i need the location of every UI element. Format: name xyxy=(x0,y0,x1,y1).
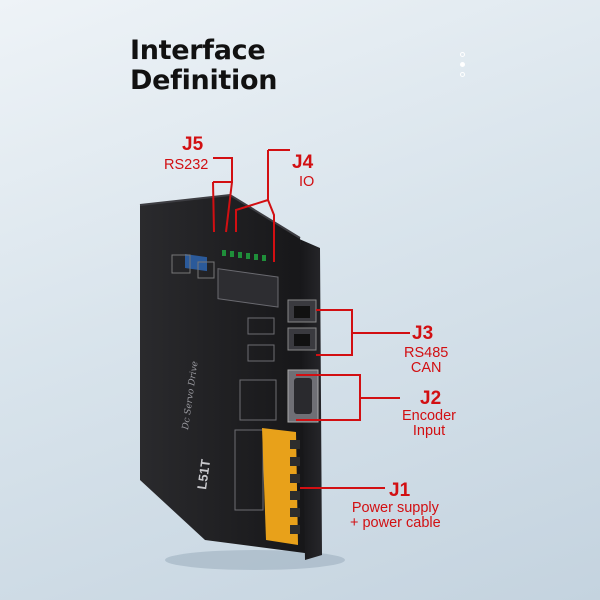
device-model: L51T xyxy=(194,458,213,490)
j1-desc-line-2: + power cable xyxy=(350,515,441,531)
j2-desc-line-1: Encoder xyxy=(402,408,457,424)
j3-desc-line-1: RS485 xyxy=(404,345,449,361)
j1-label: J1 xyxy=(389,480,411,501)
io-terminal-block xyxy=(217,268,279,308)
carousel-dots xyxy=(460,52,465,82)
power-terminal-block xyxy=(262,428,298,545)
j5-label: J5 xyxy=(182,134,204,155)
j2-label: J2 xyxy=(420,388,442,409)
j4-label: J4 xyxy=(292,152,314,173)
j3-desc-line-2: CAN xyxy=(410,360,442,376)
j1-desc: Power supply + power cable xyxy=(350,501,441,531)
j5-desc: RS232 xyxy=(164,157,209,173)
carousel-dot-active[interactable] xyxy=(460,62,465,67)
j3-label: J3 xyxy=(412,323,434,344)
j2-desc-line-2: Input xyxy=(412,423,446,439)
leader-lines xyxy=(212,149,410,489)
carousel-dot[interactable] xyxy=(460,72,465,77)
j1-desc-line-1: Power supply xyxy=(351,500,439,516)
page-title: Interface Definition xyxy=(130,36,277,96)
title-line-2: Definition xyxy=(130,65,278,96)
carousel-dot[interactable] xyxy=(460,52,465,57)
j4-desc: IO xyxy=(299,174,315,190)
j3-desc: RS485 CAN xyxy=(404,346,448,376)
title-line-1: Interface xyxy=(130,35,266,66)
j2-desc: Encoder Input xyxy=(402,409,456,439)
